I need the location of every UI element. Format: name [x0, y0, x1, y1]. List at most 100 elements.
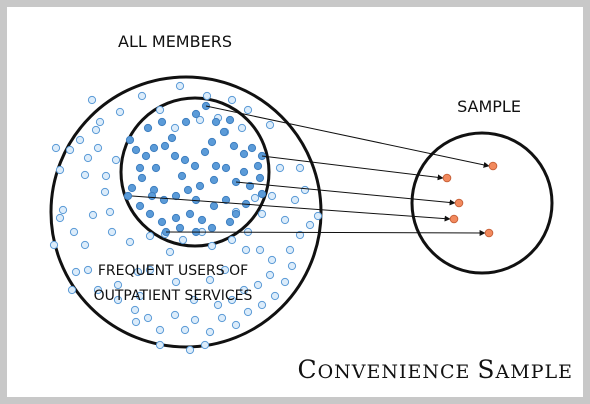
population-dot: [105, 207, 115, 217]
population-dot: [65, 145, 75, 155]
population-dot: [67, 285, 77, 295]
population-dot: [145, 231, 155, 241]
frequent-user-dot: [171, 213, 181, 223]
population-dot: [101, 171, 111, 181]
population-dot: [71, 267, 81, 277]
frequent-user-dot: [200, 147, 210, 157]
population-dot: [87, 95, 97, 105]
sample-dot: [449, 214, 459, 224]
frequent-user-dot: [231, 209, 241, 219]
selection-arrow: [131, 195, 451, 222]
all-members-circle: [49, 75, 323, 349]
frequent-user-dot: [123, 191, 133, 201]
sample-dot: [484, 228, 494, 238]
population-dot: [113, 280, 123, 290]
frequent-user-dot: [137, 173, 147, 183]
frequent-user-dot: [177, 171, 187, 181]
population-dot: [80, 240, 90, 250]
frequent-user-dot: [135, 201, 145, 211]
population-dot: [257, 300, 267, 310]
frequent-user-dot: [157, 117, 167, 127]
population-dot: [51, 143, 61, 153]
population-dot: [295, 163, 305, 173]
population-dots: [49, 81, 323, 355]
population-dot: [190, 315, 200, 325]
frequent-user-dot: [191, 109, 201, 119]
population-dot: [290, 195, 300, 205]
selection-arrows: [131, 105, 490, 236]
frequent-user-dot: [135, 163, 145, 173]
population-dot: [231, 320, 241, 330]
frequent-user-dot: [239, 149, 249, 159]
population-dot: [100, 187, 110, 197]
population-dot: [175, 81, 185, 91]
selection-arrow: [261, 155, 444, 181]
frequent-user-dot: [225, 115, 235, 125]
frequent-user-dot: [190, 161, 200, 171]
population-dot: [131, 317, 141, 327]
population-dot: [205, 275, 215, 285]
population-dot: [189, 295, 199, 305]
population-dot: [155, 105, 165, 115]
population-dot: [115, 107, 125, 117]
frequent-user-dot: [147, 191, 157, 201]
frequent-user-dot: [167, 133, 177, 143]
population-dot: [171, 277, 181, 287]
population-dot: [265, 270, 275, 280]
population-dot: [83, 265, 93, 275]
population-dot: [243, 105, 253, 115]
frequent-user-dot: [185, 209, 195, 219]
population-dot: [133, 267, 143, 277]
population-dot: [267, 255, 277, 265]
population-dot: [227, 235, 237, 245]
frequent-user-dot: [131, 145, 141, 155]
frequent-user-dot: [151, 163, 161, 173]
population-dot: [253, 280, 263, 290]
selection-arrow: [205, 105, 490, 168]
population-dot: [180, 325, 190, 335]
population-dot: [107, 227, 117, 237]
frequent-user-dot: [141, 151, 151, 161]
all-members-label: ALL MEMBERS: [118, 32, 232, 51]
frequent-user-dot: [170, 151, 180, 161]
frequent-user-dot: [197, 215, 207, 225]
population-dot: [239, 285, 249, 295]
population-dot: [257, 209, 267, 219]
population-dot: [170, 123, 180, 133]
population-dot: [280, 277, 290, 287]
population-dot: [287, 261, 297, 271]
frequent-user-dot: [257, 189, 267, 199]
sample-label: SAMPLE: [457, 97, 521, 116]
frequent-user-dot: [209, 201, 219, 211]
frequent-user-dot: [195, 181, 205, 191]
population-dot: [227, 95, 237, 105]
frequent-user-dot: [143, 123, 153, 133]
population-dot: [88, 210, 98, 220]
population-dot: [178, 235, 188, 245]
population-dot: [285, 245, 295, 255]
population-dot: [143, 313, 153, 323]
population-dot: [170, 310, 180, 320]
population-dot: [93, 143, 103, 153]
frequent-user-dot: [145, 209, 155, 219]
population-dot: [113, 295, 123, 305]
population-dot: [93, 285, 103, 295]
frequent-user-dot: [127, 183, 137, 193]
frequent-user-dot: [209, 175, 219, 185]
frequent-user-dot: [253, 161, 263, 171]
frequent-user-dot: [159, 195, 169, 205]
population-dot: [267, 191, 277, 201]
frequent-users-label-line1: FREQUENT USERS OF: [98, 263, 248, 279]
population-dot: [111, 155, 121, 165]
population-dot: [69, 227, 79, 237]
frequent-user-dot: [221, 195, 231, 205]
population-dot: [241, 245, 251, 255]
frequent-user-dot: [183, 185, 193, 195]
population-dot: [220, 265, 230, 275]
sample-dot: [454, 198, 464, 208]
population-dot: [280, 215, 290, 225]
population-dot: [195, 115, 205, 125]
population-dot: [217, 313, 227, 323]
